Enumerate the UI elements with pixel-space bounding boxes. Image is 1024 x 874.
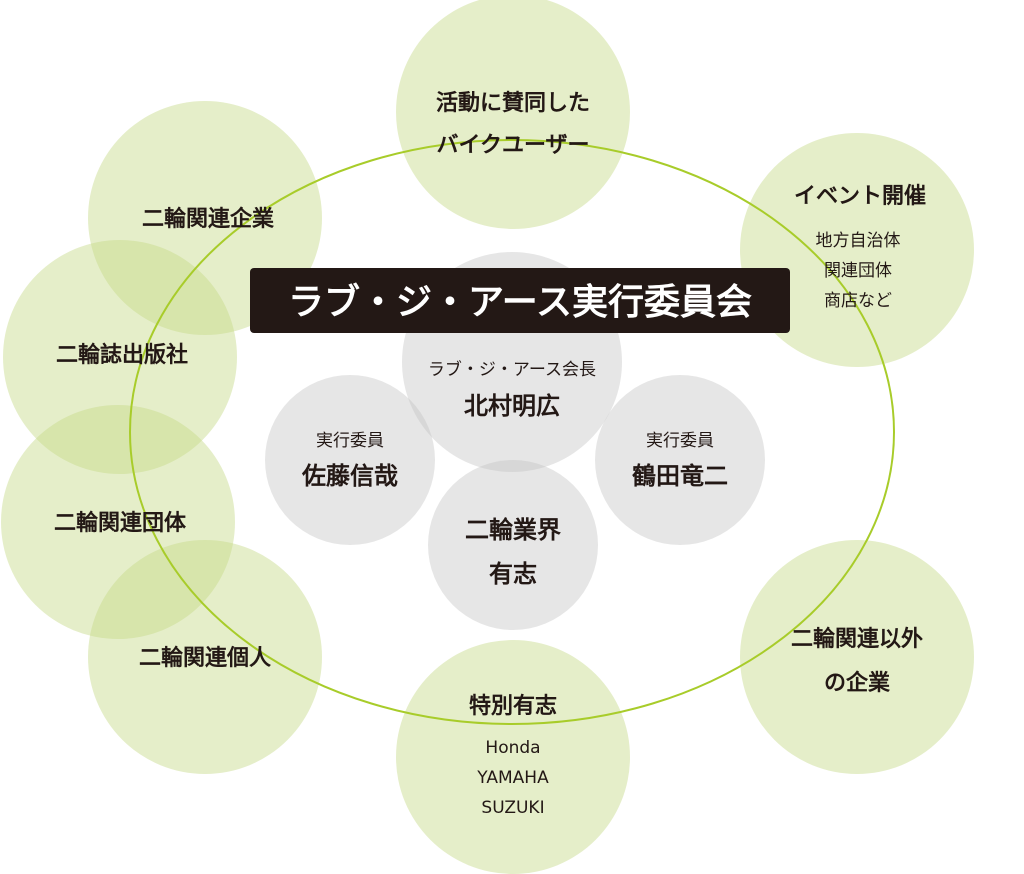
member-left-name: 佐藤信哉 [301,462,398,490]
companies-label: 二輪関連企業 [142,206,275,232]
events-title: イベント開催 [794,184,926,209]
industry-line1: 二輪業界 [465,516,561,544]
circle-member-left [265,375,435,545]
chair-role: ラブ・ジ・アース会長 [428,359,596,380]
circle-member-right [595,375,765,545]
individuals-label: 二輪関連個人 [139,645,271,671]
circle-supporters [396,0,630,229]
events-line2: 関連団体 [824,261,892,281]
circle-groups [1,405,235,639]
groups-label: 二輪関連団体 [54,510,187,536]
special-suzuki: SUZUKI [481,798,544,818]
committee-ring [129,139,895,725]
other-companies-line2: の企業 [824,670,891,696]
member-right-role: 実行委員 [646,431,714,451]
publishers-label: 二輪誌出版社 [56,342,188,368]
title-box [250,268,790,333]
industry-line2: 有志 [489,560,537,588]
chair-name: 北村明広 [464,392,560,420]
member-right-name: 鶴田竜二 [632,462,728,490]
circle-publishers [3,240,237,474]
supporters-line1: 活動に賛同した [436,91,590,116]
circle-events [740,133,974,367]
circle-industry [428,460,598,630]
special-yamaha: YAMAHA [476,768,549,788]
special-title: 特別有志 [469,693,557,719]
special-honda: Honda [485,738,540,758]
circle-other-companies [740,540,974,774]
supporters-line2: バイクユーザー [436,133,589,158]
events-line3: 商店など [824,291,892,311]
other-companies-line1: 二輪関連以外 [791,626,923,652]
committee-title: ラブ・ジ・アース実行委員会 [288,281,752,323]
circle-individuals [88,540,322,774]
circle-special [396,640,630,874]
member-left-role: 実行委員 [316,431,384,451]
events-line1: 地方自治体 [816,231,901,251]
